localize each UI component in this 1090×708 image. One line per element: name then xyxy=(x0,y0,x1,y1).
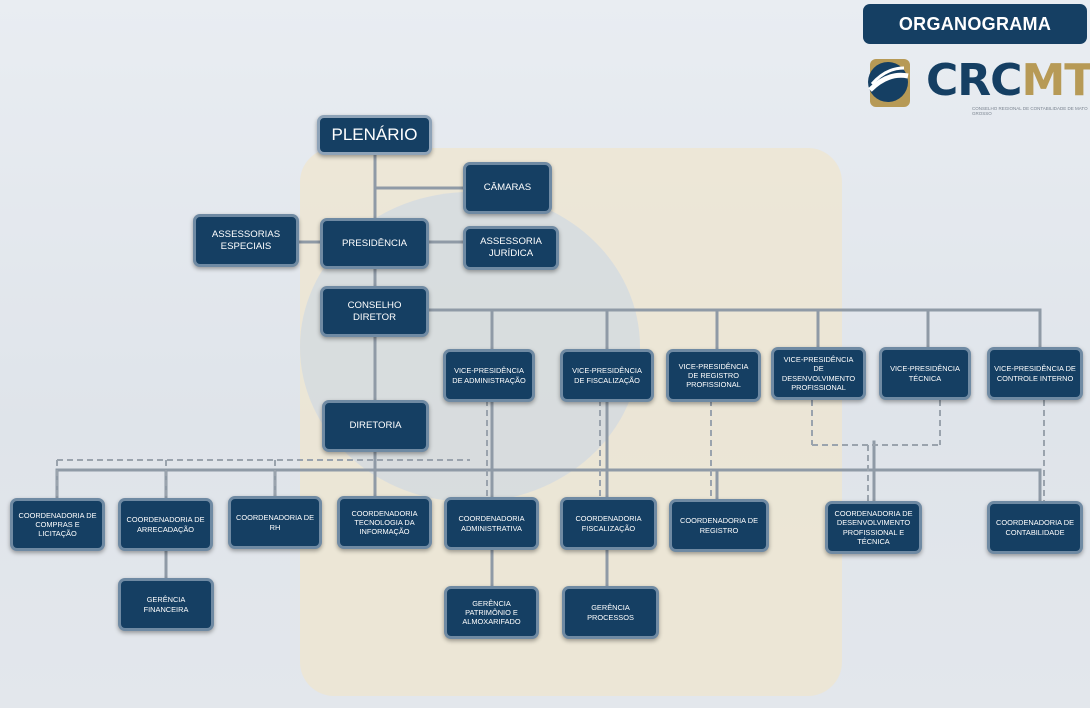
node-coord-contabilidade: COORDENADORIA DE CONTABILIDADE xyxy=(987,501,1083,554)
node-assessoria-juridica: ASSESSORIA JURÍDICA xyxy=(463,226,559,270)
node-ger-patrimonio: GERÊNCIA PATRIMÔNIO E ALMOXARIFADO xyxy=(444,586,539,639)
crc-gear-globe-logo-icon xyxy=(868,59,910,107)
node-vp-fiscalizacao: VICE-PRESIDÊNCIA DE FISCALIZAÇÃO xyxy=(560,349,654,402)
node-vp-tecnica: VICE-PRESIDÊNCIA TÉCNICA xyxy=(879,347,971,400)
node-camaras: CÂMARAS xyxy=(463,162,552,214)
logo-subtitle: Conselho Regional de Contabilidade de Ma… xyxy=(972,106,1088,117)
node-coord-arrecadacao: COORDENADORIA DE ARRECADAÇÃO xyxy=(118,498,213,551)
node-vp-registro: VICE-PRESIDÊNCIA DE REGISTRO PROFISSIONA… xyxy=(666,349,761,402)
logo-text-mt: MT xyxy=(1021,55,1090,106)
node-coord-fiscalizacao: COORDENADORIA FISCALIZAÇÃO xyxy=(560,497,657,550)
node-assessorias-especiais: ASSESSORIAS ESPECIAIS xyxy=(193,214,299,267)
node-conselho-diretor: CONSELHO DIRETOR xyxy=(320,286,429,337)
node-ger-processos: GERÊNCIA PROCESSOS xyxy=(562,586,659,639)
logo-text-crc: CRC xyxy=(926,55,1022,106)
node-coord-ti: COORDENADORIA TECNOLOGIA DA INFORMAÇÃO xyxy=(337,496,432,549)
crcmt-logo: CRCMT Conselho Regional de Contabilidade… xyxy=(860,52,1090,122)
node-ger-financeira: GERÊNCIA FINANCEIRA xyxy=(118,578,214,631)
node-coord-administrativa: COORDENADORIA ADMINISTRATIVA xyxy=(444,497,539,550)
organograma-badge: ORGANOGRAMA xyxy=(863,4,1087,44)
node-vp-desenvolvimento: VICE-PRESIDÊNCIA DE DESENVOLVIMENTO PROF… xyxy=(771,347,866,400)
node-vp-controle: VICE-PRESIDÊNCIA DE CONTROLE INTERNO xyxy=(987,347,1083,400)
node-coord-rh: COORDENADORIA DE RH xyxy=(228,496,322,549)
node-coord-desenvolvimento: COORDENADORIA DE DESENVOLVIMENTO PROFISS… xyxy=(825,501,922,554)
node-diretoria: DIRETORIA xyxy=(322,400,429,452)
crcmt-wordmark: CRCMT xyxy=(926,56,1090,106)
node-coord-compras: COORDENADORIA DE COMPRAS E LICITAÇÃO xyxy=(10,498,105,551)
node-vp-administracao: VICE-PRESIDÊNCIA DE ADMINISTRAÇÃO xyxy=(443,349,535,402)
node-plenario: PLENÁRIO xyxy=(317,115,432,155)
node-coord-registro: COORDENADORIA DE REGISTRO xyxy=(669,499,769,552)
node-presidencia: PRESIDÊNCIA xyxy=(320,218,429,269)
